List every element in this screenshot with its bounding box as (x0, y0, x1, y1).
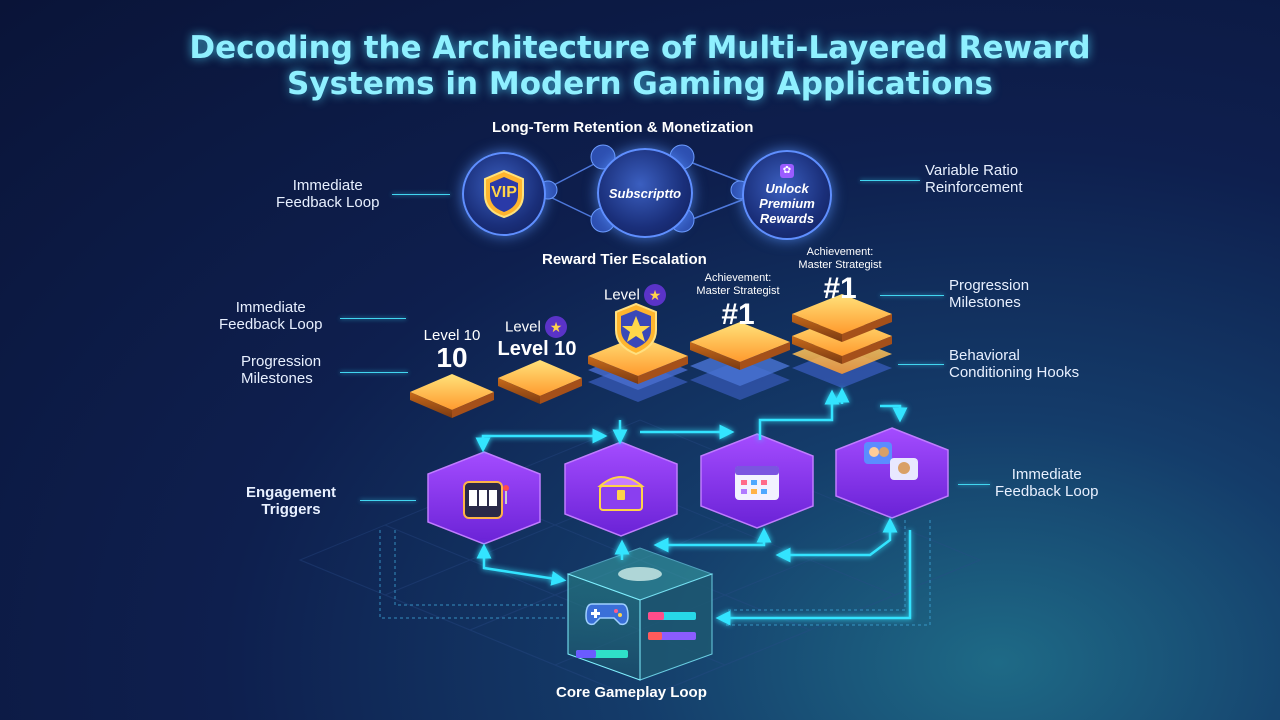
tier-2-big-label: Level 10 (497, 338, 577, 360)
side-label-bottom-right: Immediate Feedback Loop (995, 466, 1099, 500)
side-label-bottom-left: Engagement Triggers (246, 484, 337, 518)
side-label-mid-left-1: Immediate Feedback Loop (219, 299, 323, 333)
tier-3-label: Level ★ (604, 284, 667, 306)
section-label-middle: Reward Tier Escalation (542, 251, 707, 268)
treasure-chest-icon (589, 468, 653, 522)
chat-avatars-icon (860, 440, 924, 494)
flow-connectors (475, 387, 912, 626)
leader-line (360, 500, 416, 501)
tier-stack-5 (792, 294, 892, 388)
section-label-top: Long-Term Retention & Monetization (492, 119, 754, 136)
leader-line (340, 318, 406, 319)
vip-node: VIP (462, 152, 546, 236)
side-label-top-left: Immediate Feedback Loop (276, 177, 380, 211)
leader-line (880, 295, 944, 296)
subscription-label: Subscriptto (608, 185, 682, 201)
leader-line (958, 484, 990, 485)
side-label-top-right: Variable Ratio Reinforcement (925, 162, 1023, 196)
unlock-line-2: Premium (759, 196, 815, 211)
section-label-bottom: Core Gameplay Loop (556, 684, 707, 701)
tier-2-label: Level ★ (505, 316, 568, 338)
side-label-mid-right-1: Progression Milestones (949, 277, 1030, 311)
gift-icon: ✿ (780, 164, 794, 178)
star-badge-icon: ★ (644, 284, 667, 306)
tier-tile-1 (410, 374, 494, 418)
unlock-line-3: Rewards (759, 211, 815, 226)
tier-1-label: Level 10 (423, 327, 481, 344)
shield-star-icon (615, 302, 657, 356)
leader-line (860, 180, 920, 181)
calendar-icon (725, 460, 789, 512)
vip-shield-icon (484, 169, 524, 219)
tier-5-rank: #1 (823, 272, 857, 305)
tier-stack-3 (588, 336, 688, 402)
tier-1-number: 10 (436, 342, 468, 373)
page-title-line-2: Systems in Modern Gaming Applications (287, 66, 993, 102)
star-badge-icon: ★ (545, 316, 568, 338)
subscription-node: Subscriptto (597, 148, 693, 238)
slot-machine-icon (452, 478, 516, 530)
leader-line (898, 364, 944, 365)
tier-stack-4 (690, 322, 790, 400)
side-label-mid-right-2: Behavioral Conditioning Hooks (949, 347, 1080, 381)
dashed-guides (379, 520, 931, 626)
gamepad-icon (584, 598, 632, 633)
tier-tile-2 (498, 360, 582, 404)
leader-line (340, 372, 408, 373)
unlock-premium-node: ✿ Unlock Premium Rewards (742, 150, 832, 240)
page-title-line-1: Decoding the Architecture of Multi-Layer… (189, 30, 1091, 66)
vip-label: VIP (491, 184, 517, 201)
unlock-line-1: Unlock (765, 181, 809, 196)
top-network-lines (547, 161, 743, 221)
leader-line (392, 194, 450, 195)
tier-5-caption: Achievement: Master Strategist (798, 246, 882, 271)
side-label-mid-left-2: Progression Milestones (241, 353, 322, 387)
core-progress-bars (576, 612, 696, 658)
tier-4-caption: Achievement: Master Strategist (696, 272, 780, 297)
tier-4-rank: #1 (721, 298, 755, 331)
